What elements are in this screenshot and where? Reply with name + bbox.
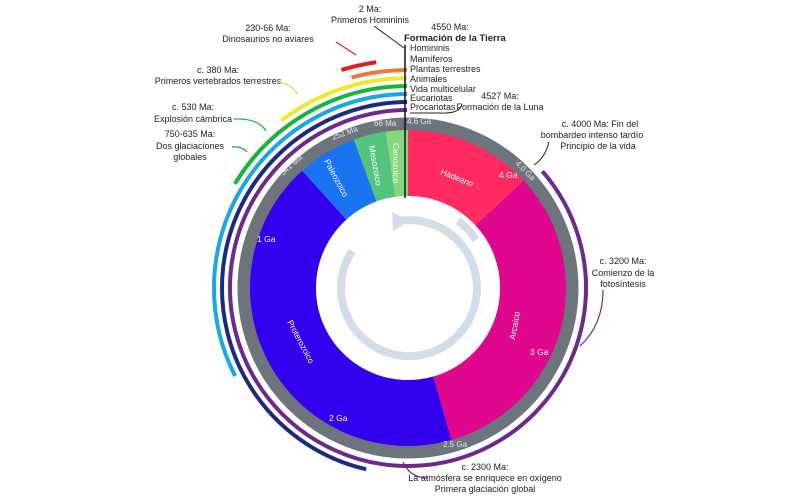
annotation-date: 4527 Ma: — [481, 91, 519, 101]
annotation-text: Primeros Homininis — [331, 15, 410, 25]
annotation-date: 750-635 Ma: — [165, 129, 216, 139]
annotation-text: Comienzo de la — [592, 268, 655, 278]
annotation-text: La atmósfera se enriquece en oxígeno — [408, 473, 562, 483]
inner-label: 4 Ga — [499, 170, 518, 180]
legend-item: Plantas terrestres — [410, 64, 481, 74]
annotation-text: Explosión cámbrica — [154, 114, 232, 124]
era-segment-cenozoico — [386, 130, 408, 197]
life-arc-eucariotas — [220, 100, 408, 472]
annotation-text: globales — [173, 152, 207, 162]
legend-item: Animales — [410, 74, 448, 84]
annotation-date: c. 380 Ma: — [197, 65, 239, 75]
leader-line — [402, 461, 429, 479]
leader-line — [410, 103, 463, 114]
life-arc-vida-multicelular — [212, 92, 407, 377]
life-legend: Homininis Mamíferos Plantas terrestres A… — [410, 43, 481, 112]
era-segment-paleozoico — [302, 139, 377, 220]
ring-label: 66 Ma — [374, 119, 397, 128]
annotation-text: fotosíntesis — [600, 279, 646, 289]
annotation-text: Dos glaciaciones — [156, 141, 225, 151]
era-label-arcaico: Arcaico — [507, 310, 522, 340]
annotation-text: Formación de la Luna — [456, 102, 543, 112]
era-label-cenozoico: Cenozoico — [391, 143, 401, 183]
legend-item: Eucariotas — [410, 93, 453, 103]
life-arc-procariotas — [228, 108, 588, 468]
legend-item: Vida multicelular — [410, 84, 476, 94]
leader-line — [533, 141, 550, 166]
life-arc-dinosaurios — [340, 60, 377, 72]
cycle-arrow-tail — [455, 217, 480, 243]
era-segment-arcaico — [433, 180, 566, 440]
inner-label: 1 Ga — [257, 234, 276, 244]
annotation-text: Formación de la Tierra — [404, 33, 506, 44]
life-arc-plantas-terrestres — [280, 76, 407, 122]
annotation-text: Dinosaurios no aviares — [222, 34, 314, 44]
annotation-date: c. 2300 Ma: — [461, 462, 508, 472]
leader-line — [579, 289, 604, 347]
annotation-date: 4550 Ma: — [431, 22, 469, 32]
annotation-text: c. 4000 Ma: Fin del — [562, 119, 639, 129]
life-arcs — [212, 60, 588, 472]
inner-label: 2 Ga — [329, 413, 348, 423]
annotation-text: Primeros vertebrados terrestres — [155, 76, 282, 86]
annotation-text: Primera glaciación global — [435, 484, 536, 494]
time-ring — [237, 117, 579, 459]
era-segment-hadeano — [408, 130, 524, 226]
ring-label: 2.5 Ga — [443, 440, 468, 449]
legend-item: Mamíferos — [410, 54, 453, 64]
arrow-head-icon — [392, 212, 410, 231]
era-segment-proterozoico — [250, 170, 452, 446]
cycle-arrow — [337, 216, 481, 361]
era-segment-mesozoico — [353, 131, 396, 202]
ring-label: 4.6 Ga — [407, 117, 432, 126]
leader-line — [277, 81, 299, 96]
inner-label: 3 Ga — [530, 347, 549, 357]
leader-line — [233, 118, 267, 132]
annotation-date: 2 Ma: — [359, 4, 382, 14]
annotation-date: c. 530 Ma: — [172, 102, 214, 112]
annotation-date: 230-66 Ma: — [245, 23, 291, 33]
leader-line — [231, 146, 248, 153]
life-arc-animales — [233, 84, 407, 185]
legend-item: Homininis — [410, 43, 450, 53]
annotation-text: Principio de la vida — [560, 141, 636, 151]
annotation-date: c. 3200 Ma: — [599, 256, 646, 266]
leader-line — [335, 41, 357, 56]
era-segments — [250, 130, 566, 446]
leader-line — [373, 25, 405, 49]
legend-item: Procariotas — [410, 102, 456, 112]
annotation-text: bombardeo intenso tardío — [541, 130, 644, 140]
